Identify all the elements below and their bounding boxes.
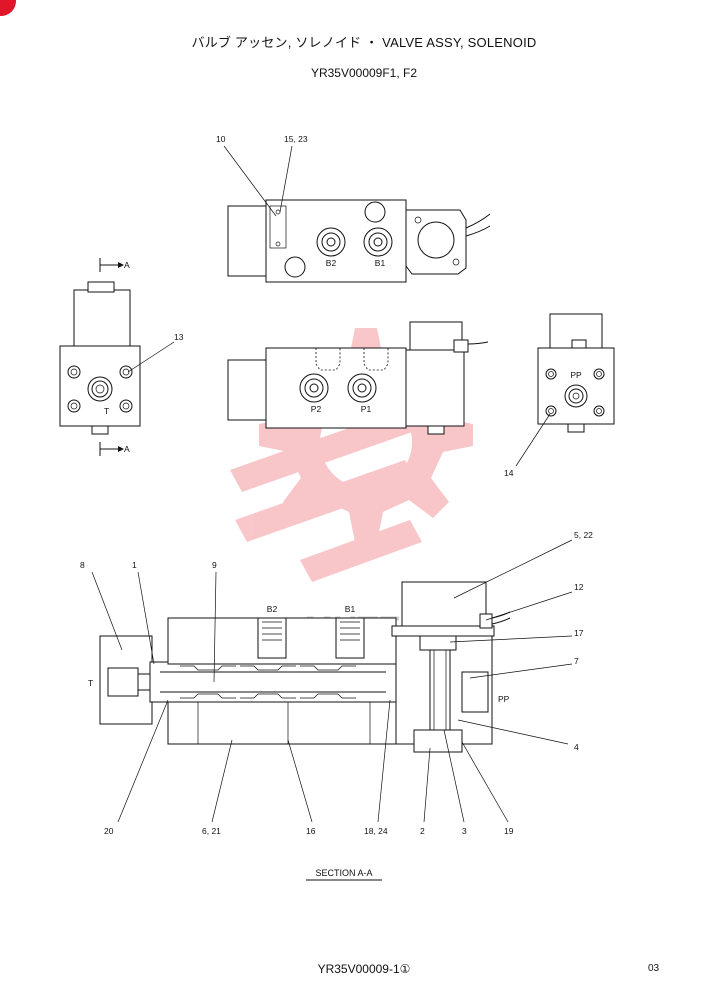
port-label-b2: B2 <box>326 258 337 268</box>
section-port-t: T <box>88 678 93 688</box>
callout-18-24: 18, 24 <box>364 826 388 836</box>
callout-9: 9 <box>212 560 217 570</box>
page-title: バルブ アッセン, ソレノイド ・ VALVE ASSY, SOLENOID <box>191 35 537 50</box>
section-port-b2: B2 <box>267 604 278 614</box>
callout-16: 16 <box>306 826 316 836</box>
section-mark-top: A <box>124 260 130 270</box>
port-label-b1: B1 <box>375 258 386 268</box>
port-label-pp: PP <box>570 370 582 380</box>
model-number: YR35V00009F1, F2 <box>310 66 418 80</box>
section-title: SECTION A-A <box>315 868 372 878</box>
right-side-view: PP 14 <box>504 313 615 478</box>
callout-13: 13 <box>174 332 184 342</box>
callout-10: 10 <box>216 134 226 144</box>
callout-15-23: 15, 23 <box>284 134 308 144</box>
callout-1: 1 <box>132 560 137 570</box>
callout-19: 19 <box>504 826 514 836</box>
section-port-pp: PP <box>498 694 510 704</box>
callout-3: 3 <box>462 826 467 836</box>
section-mark-bottom: A <box>124 444 130 454</box>
front-view: P2 P1 <box>227 321 489 435</box>
callout-17: 17 <box>574 628 584 638</box>
top-view: B2 B1 10 15, 23 <box>216 134 491 283</box>
port-label-p2: P2 <box>311 404 322 414</box>
callout-20: 20 <box>104 826 114 836</box>
callout-7: 7 <box>574 656 579 666</box>
callout-2: 2 <box>420 826 425 836</box>
callout-5-22: 5, 22 <box>574 530 593 540</box>
section-a-a-view: T B2 B1 PP <box>80 530 593 881</box>
callout-12: 12 <box>574 582 584 592</box>
drawing-code: YR35V00009-1① <box>317 962 411 976</box>
callout-6-21: 6, 21 <box>202 826 221 836</box>
callout-14: 14 <box>504 468 514 478</box>
port-label-t: T <box>104 406 109 416</box>
section-port-b1: B1 <box>345 604 356 614</box>
callout-4: 4 <box>574 742 579 752</box>
left-side-view: T A A 13 <box>59 258 184 456</box>
callout-8: 8 <box>80 560 85 570</box>
page-number: 03 <box>648 963 660 974</box>
port-label-p1: P1 <box>361 404 372 414</box>
